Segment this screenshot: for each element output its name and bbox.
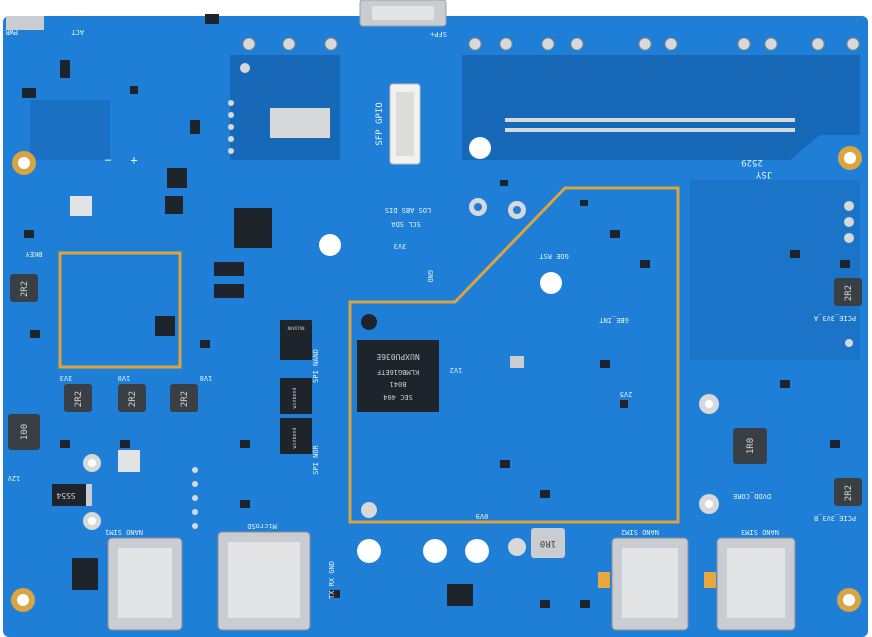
label-plus: + (130, 153, 137, 167)
copper-pour-top (30, 55, 860, 360)
soc-chip: NUXPU036E KLMBG16ETF B041 SEC 404 (357, 340, 439, 412)
chip-mark-3: B041 (390, 380, 407, 388)
label-2v5: 2V5 (620, 390, 633, 398)
label-ge-int: GBE_INT (598, 316, 628, 324)
label-jsy: JSY (755, 169, 772, 179)
diode-label: SS54 (56, 491, 75, 500)
label-12v: 12V (7, 474, 20, 482)
label-nano-sim2: NANO SIM2 (621, 528, 659, 536)
top-pins (242, 37, 860, 51)
label-act: ACT (71, 28, 84, 36)
memory-chips: winbond winbond NUVOTON (72, 168, 473, 606)
label-1v2: 1V2 (450, 366, 463, 374)
inductor-label-4: 2R2 (180, 391, 190, 407)
sfp-gpio-header (389, 83, 421, 165)
label-3v3-top: 3V3 (394, 242, 407, 250)
label-gnd: GND (426, 270, 434, 283)
inductor-label-1r0-b: 1R0 (540, 538, 556, 548)
label-0v9: 0V9 (476, 512, 489, 520)
smd-pad-rows (270, 108, 795, 138)
label-dvdd-core: DVDD_CORE (733, 492, 771, 500)
diode: SS54 (52, 484, 92, 506)
inductors: 2R2 2R2 2R2 2R2 100 2R2 2R2 1R0 1R0 (8, 274, 862, 558)
label-pcie-3v3-b: PCIE_3V3_B (814, 514, 856, 522)
label-nano-sim1: NANO SIM1 (105, 528, 143, 536)
label-tx-rx-gnd: TX RX GND (328, 561, 336, 599)
label-los-abs-dis: LOS ABS DIS (385, 206, 431, 214)
test-pads (192, 63, 854, 529)
top-connectors (6, 0, 447, 30)
label-minus: − (104, 153, 111, 167)
label-1v0: 1V0 (118, 374, 131, 382)
winbond-mark-2: winbond (292, 427, 298, 448)
winbond-mark-1: winbond (292, 387, 298, 408)
label-date: 2529 (741, 157, 763, 167)
label-spi-nand: SPI NAND (312, 349, 320, 383)
chip-mark-2: KLMBG16ETF (377, 368, 419, 376)
inductor-label-1r0-a: 1R0 (746, 438, 756, 454)
label-spi-nor: SPI NOR (312, 444, 320, 474)
chip-mark-1: NUXPU036E (376, 352, 420, 361)
mounting-holes (11, 146, 862, 612)
inductor-label-1: 2R2 (20, 281, 30, 297)
label-pcie-3v3-a: PCIE_3V3_A (813, 314, 856, 322)
label-sfp-plus: SFP+ (430, 30, 447, 38)
inductor-label-5: 2R2 (844, 285, 854, 301)
label-micro-sd: MicroSD (247, 522, 277, 530)
plain-holes (319, 137, 562, 563)
chip-mark-4: SEC 404 (383, 393, 413, 401)
silkscreen-labels: PWR ACT SFP+ SFP GPIO LOS ABS DIS SCL SD… (5, 28, 857, 599)
inductor-label-6: 2R2 (844, 485, 854, 501)
label-scl-sda: SCL SDA (390, 220, 420, 228)
inductor-label-3: 2R2 (128, 391, 138, 407)
label-pwr: PWR (5, 28, 18, 36)
label-sfp-gpio: SFP GPIO (375, 102, 385, 145)
inductor-label-2: 2R2 (74, 391, 84, 407)
plated-holes (83, 198, 719, 556)
label-bkey: BKEY (25, 250, 43, 258)
label-3v3-left: 3V3 (60, 374, 73, 382)
small-components (22, 60, 850, 608)
label-1v8: 1V8 (200, 374, 213, 382)
nuvoton-mark: NUVOTON (288, 326, 305, 331)
gold-outlines (58, 186, 680, 524)
label-nano-sim3: NANO SIM3 (741, 528, 779, 536)
card-slots (107, 531, 796, 631)
board-body (3, 16, 868, 637)
inductor-label-100: 100 (20, 424, 30, 440)
label-ge-rst: GOE RST (538, 252, 568, 260)
